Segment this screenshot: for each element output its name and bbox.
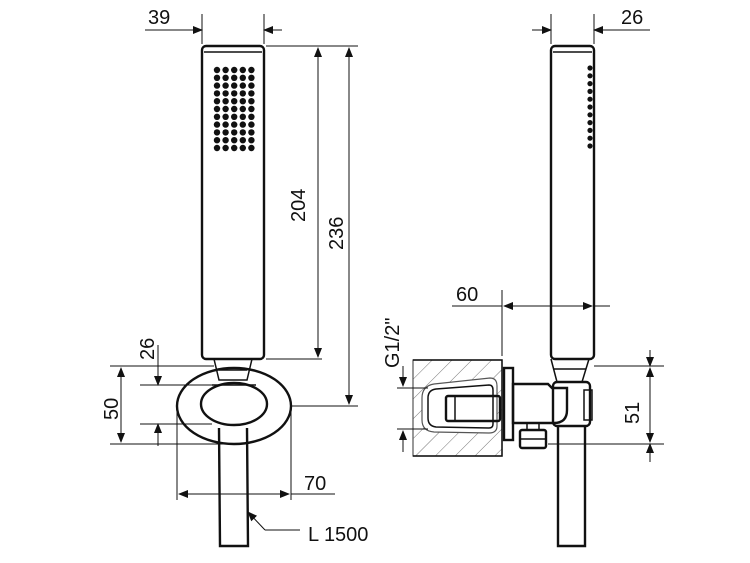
hose-side (556, 426, 587, 548)
nozzle-dot (248, 137, 255, 144)
side-nozzle-dot (587, 104, 593, 110)
dim-height-total: 236 (326, 217, 348, 250)
nozzle-dot (213, 90, 221, 97)
valve-insert (444, 394, 502, 423)
nozzle-dot (222, 98, 229, 105)
nozzle-dot (239, 66, 246, 74)
front-view (175, 44, 293, 548)
nozzle-dot (231, 74, 238, 82)
nozzle-dot (248, 98, 255, 105)
dim-height-outlet: 51 (622, 402, 644, 424)
side-nozzle-dot (587, 143, 593, 149)
outlet-elbow (511, 382, 569, 425)
dim-projection: 60 (456, 284, 478, 306)
nozzle-dot (231, 90, 238, 97)
nozzle-dot (222, 105, 229, 113)
dim-hose-length: L 1500 (308, 524, 368, 546)
nozzle-dot (239, 137, 246, 144)
shower-connector-side (550, 358, 590, 383)
nozzle-dot (231, 113, 238, 121)
nozzle-dot (248, 121, 255, 128)
front-dimensions: 39 204 236 26 50 70 L 1500 (101, 7, 368, 546)
nozzle-dot (222, 74, 229, 82)
side-nozzle-dot (587, 120, 593, 126)
nozzle-dot (222, 66, 229, 74)
nozzle-dot (231, 137, 238, 144)
nozzle-dot (213, 66, 221, 74)
side-nozzle-dot (587, 88, 593, 94)
nozzle-dot (248, 82, 255, 89)
nozzle-dot (213, 129, 221, 136)
dim-height-holder-neck: 26 (137, 338, 159, 360)
nozzle-dot (213, 105, 221, 113)
nozzle-dot (239, 113, 246, 121)
nozzle-dot (231, 144, 238, 152)
nozzle-dot (222, 113, 229, 121)
nozzle-dot (222, 82, 229, 89)
wall-holder-ring (199, 381, 269, 427)
nozzle-dot (213, 144, 221, 152)
nozzle-dot (239, 90, 246, 97)
nozzle-dot (231, 121, 238, 128)
nozzle-dot (248, 129, 255, 136)
nozzle-dot (248, 113, 255, 121)
shower-head-front (200, 44, 266, 361)
nozzle-dot (231, 129, 238, 136)
side-nozzle-dot (587, 135, 593, 141)
nozzle-dot (231, 82, 238, 89)
nozzle-grid (213, 66, 255, 152)
nozzle-dot (213, 82, 221, 89)
nozzle-dot (239, 98, 246, 105)
nozzle-dot (239, 82, 246, 89)
nozzle-dot (248, 74, 255, 82)
dim-height-holder: 50 (101, 398, 123, 420)
side-nozzle-dot (587, 112, 593, 118)
nozzle-dot (248, 144, 255, 152)
nozzle-dot (231, 105, 238, 113)
valve-body (427, 384, 494, 429)
wall-section (412, 359, 503, 457)
side-nozzle-dot (587, 81, 593, 87)
side-nozzle-row (587, 65, 593, 149)
nozzle-dot (213, 74, 221, 82)
nozzle-dot (248, 105, 255, 113)
nozzle-dot (248, 90, 255, 97)
dim-width-side: 26 (621, 7, 643, 29)
hose-front (217, 427, 250, 548)
side-dimensions: 26 60 G1/2" 51 (382, 7, 664, 462)
nozzle-dot (239, 105, 246, 113)
nozzle-dot (231, 98, 238, 105)
dim-thread: G1/2" (382, 318, 404, 368)
nozzle-dot (239, 121, 246, 128)
dim-width-holder: 70 (304, 473, 326, 495)
side-nozzle-dot (587, 65, 593, 71)
nozzle-dot (248, 66, 255, 74)
nozzle-dot (213, 98, 221, 105)
dim-width-front: 39 (148, 7, 170, 29)
nozzle-dot (222, 137, 229, 144)
nozzle-dot (213, 113, 221, 121)
nozzle-dot (222, 144, 229, 152)
side-nozzle-dot (587, 96, 593, 102)
side-view (412, 44, 596, 548)
nozzle-dot (222, 129, 229, 136)
nozzle-dot (213, 137, 221, 144)
nozzle-dot (239, 74, 246, 82)
nozzle-dot (222, 90, 229, 97)
nozzle-dot (239, 129, 246, 136)
wall-holder-plate (175, 366, 293, 446)
shower-head-side (549, 44, 596, 361)
nozzle-dot (213, 121, 221, 128)
side-nozzle-dot (587, 73, 593, 79)
nozzle-dot (239, 144, 246, 152)
side-nozzle-dot (587, 127, 593, 133)
dim-height-head: 204 (288, 189, 310, 222)
nozzle-dot (222, 121, 229, 128)
nozzle-dot (231, 66, 238, 74)
wall-flange (502, 366, 515, 442)
